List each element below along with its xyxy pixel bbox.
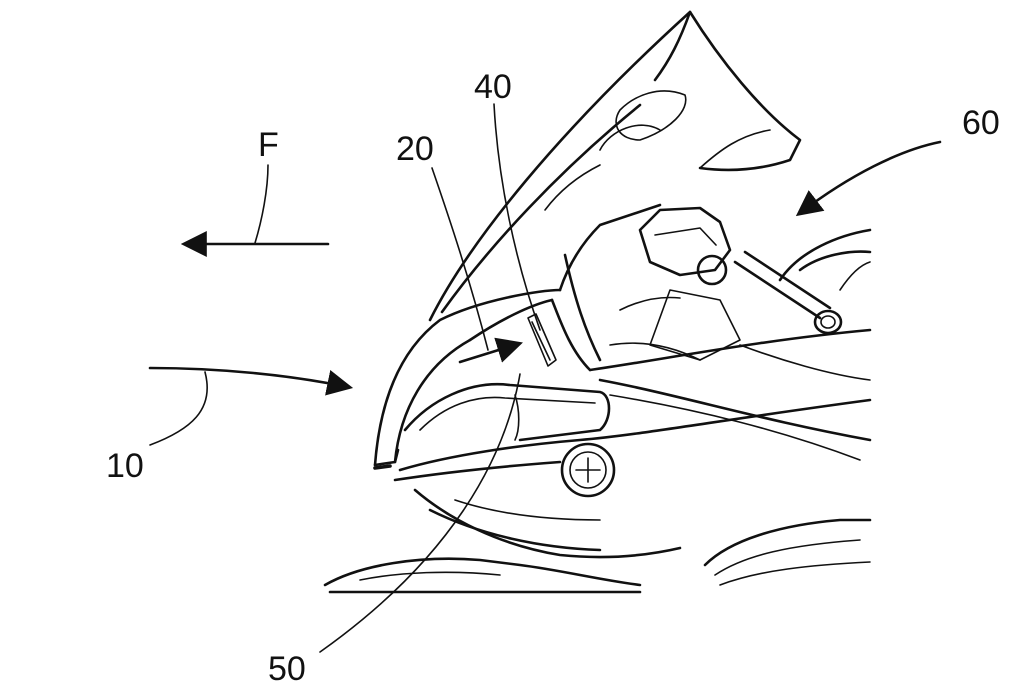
arrow-60 — [795, 140, 942, 217]
air-slot — [527, 313, 557, 367]
leader-50 — [319, 373, 521, 653]
forward-arrow-leader — [254, 164, 269, 244]
label-ref-20: 20 — [396, 130, 434, 168]
fastener-bolt — [560, 442, 616, 498]
windshield — [428, 10, 802, 322]
ref-40-indicator: 40 — [474, 68, 541, 331]
leader-10 — [149, 371, 208, 446]
label-ref-40: 40 — [474, 68, 512, 106]
label-ref-50: 50 — [268, 650, 306, 688]
ref-60-indicator: 60 — [795, 104, 1000, 217]
forward-direction-indicator: F — [180, 126, 330, 257]
ref-10-indicator: 10 — [106, 366, 354, 485]
front-fairing — [373, 203, 662, 470]
label-direction-f: F — [258, 126, 279, 164]
leader-40 — [493, 103, 541, 331]
lower-body — [323, 488, 872, 594]
airflow-arrow-10 — [148, 366, 354, 396]
airflow-arrow-20 — [458, 337, 523, 364]
headlight-area — [393, 328, 872, 482]
label-ref-10: 10 — [106, 447, 144, 485]
leader-20 — [431, 167, 489, 351]
ref-20-indicator: 20 — [396, 130, 523, 364]
label-ref-60: 60 — [962, 104, 1000, 142]
ref-50-indicator: 50 — [268, 373, 521, 688]
cockpit-controls — [609, 206, 872, 381]
